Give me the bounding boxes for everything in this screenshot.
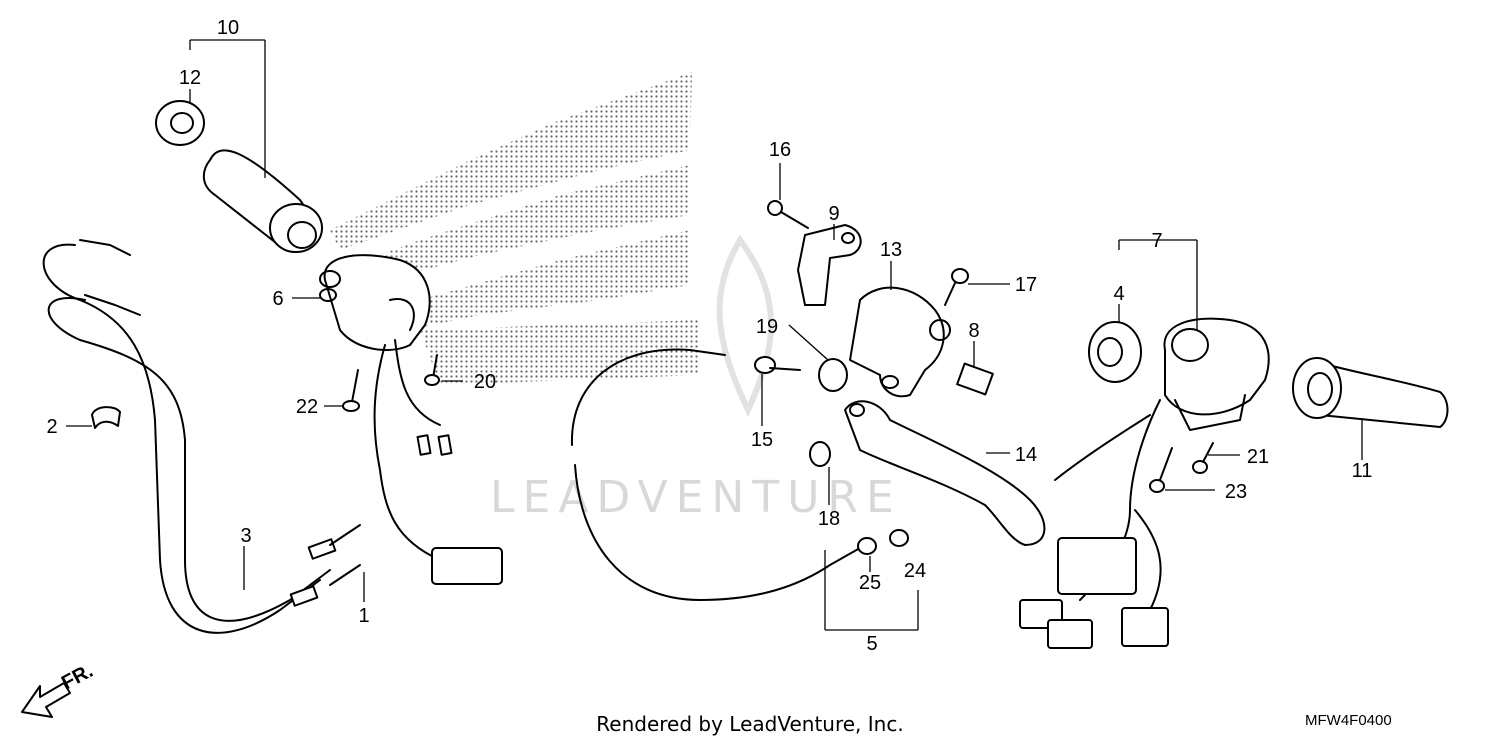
callout-9: 9: [828, 203, 839, 225]
part-13-lever-bracket: [849, 286, 951, 398]
callout-25: 25: [859, 572, 881, 594]
callout-labels: 10 12 6 2 3 1 22 20 16 9 13 17 8 19 15 1…: [46, 17, 1372, 655]
wing-logo: [330, 72, 700, 385]
part-4-bushing: [1088, 321, 1142, 383]
diagram-code: MFW4F0400: [1305, 712, 1392, 729]
callout-5: 5: [866, 633, 877, 655]
part-14-clutch-lever: [844, 400, 1046, 546]
right-switch-harness: [1019, 399, 1169, 649]
part-5-clutch-cable: [570, 348, 861, 601]
bolt-18: [809, 441, 831, 467]
part-7-right-switch: [1163, 317, 1270, 431]
callout-6: 6: [272, 288, 283, 310]
callout-2: 2: [46, 416, 57, 438]
bolt-16: [767, 200, 809, 229]
callout-18: 18: [818, 508, 840, 530]
callout-20: 20: [474, 371, 496, 393]
callout-11: 11: [1352, 460, 1373, 482]
screw-17: [944, 268, 969, 306]
footer-credit: Rendered by LeadVenture, Inc.: [596, 712, 904, 736]
part-8-switch: [956, 362, 994, 396]
bolt-22: [342, 369, 360, 412]
callout-24: 24: [904, 560, 926, 582]
part-19-adjuster: [818, 358, 848, 392]
part-9-holder: [797, 224, 862, 306]
part-3-throttle-cables: [42, 239, 361, 634]
nut-24: [889, 529, 909, 547]
part-15-adjuster-nut: [754, 356, 801, 374]
callout-22: 22: [296, 396, 318, 418]
callout-12: 12: [179, 67, 201, 89]
part-12-seal: [155, 100, 205, 146]
watermark: LEADVENTURE: [490, 234, 902, 523]
screw-20: [424, 354, 440, 386]
part-11-grip: [1292, 357, 1449, 428]
callout-3: 3: [240, 525, 251, 547]
part-2-clamp: [91, 406, 121, 429]
callout-13: 13: [880, 239, 902, 261]
callout-4: 4: [1113, 283, 1124, 305]
leader-lines: [66, 39, 1363, 631]
nut-25: [857, 537, 877, 555]
watermark-text: LEADVENTURE: [490, 472, 902, 523]
callout-8: 8: [968, 320, 979, 342]
bolt-21: [1192, 442, 1214, 474]
bolt-23: [1149, 447, 1173, 493]
callout-23: 23: [1225, 481, 1247, 503]
part-10-throttle-grip: [202, 149, 323, 253]
callout-21: 21: [1247, 446, 1269, 468]
callout-10: 10: [217, 17, 239, 39]
callout-7: 7: [1151, 230, 1162, 252]
callout-19: 19: [756, 316, 778, 338]
callout-16: 16: [769, 139, 791, 161]
callout-1: 1: [358, 605, 369, 627]
callout-15: 15: [751, 429, 773, 451]
front-direction-arrow: FR.: [21, 660, 97, 718]
left-switch-harness: [373, 339, 503, 585]
callout-14: 14: [1015, 444, 1037, 466]
part-6-left-switch: [319, 254, 431, 351]
callout-17: 17: [1015, 274, 1037, 296]
